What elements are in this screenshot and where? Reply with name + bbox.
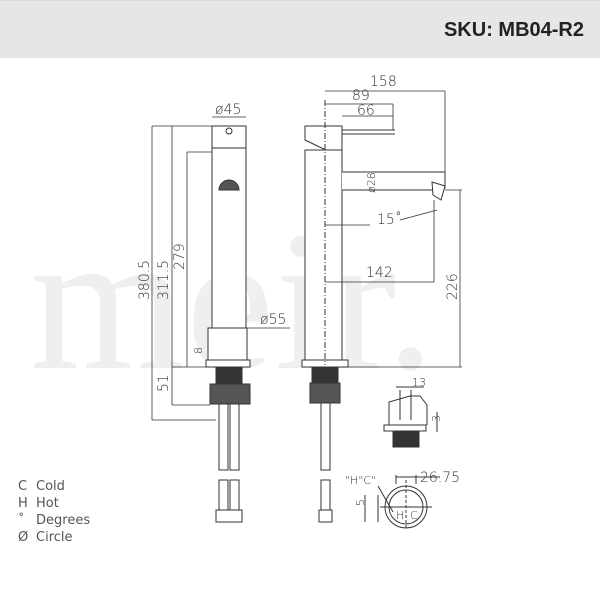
- detail-views: [364, 386, 440, 530]
- svg-text:ø28: ø28: [365, 172, 378, 193]
- side-dimension-labels: 158 89 66 ø28 15˚ 142 226: [352, 74, 461, 300]
- svg-text:51: 51: [156, 374, 172, 392]
- svg-text:142: 142: [366, 265, 393, 281]
- legend-item-degrees: ˚Degrees: [18, 513, 91, 528]
- svg-text:8: 8: [192, 347, 205, 354]
- svg-text:66: 66: [357, 103, 375, 119]
- front-dimension-labels: ø45 ø55 380.5 311.5 279 8 51: [137, 102, 286, 392]
- svg-text:15˚: 15˚: [377, 211, 402, 228]
- svg-text:158: 158: [370, 74, 397, 90]
- side-view: [301, 100, 446, 523]
- svg-text:5: 5: [354, 499, 367, 506]
- side-dimension-lines: [325, 90, 462, 368]
- svg-text:H: H: [396, 509, 404, 522]
- front-view: [205, 125, 251, 523]
- svg-text:380.5: 380.5: [137, 260, 153, 300]
- svg-text:C: C: [410, 509, 418, 522]
- detail-labels: 13 3 26.75 "H"C" 5 H C: [345, 376, 460, 522]
- header-bar: SKU: MB04-R2: [0, 0, 600, 58]
- front-dimension-lines: [151, 116, 290, 421]
- svg-text:"H"C": "H"C": [345, 474, 376, 487]
- svg-text:ø55: ø55: [260, 312, 286, 328]
- svg-text:311.5: 311.5: [156, 260, 172, 300]
- svg-text:13: 13: [412, 376, 426, 389]
- svg-text:89: 89: [352, 88, 370, 104]
- svg-text:226: 226: [445, 273, 461, 300]
- sku-label: SKU: MB04-R2: [443, 19, 584, 41]
- svg-text:279: 279: [172, 243, 188, 270]
- svg-text:3: 3: [430, 415, 443, 422]
- svg-text:ø45: ø45: [215, 102, 241, 118]
- svg-text:26.75: 26.75: [420, 470, 460, 486]
